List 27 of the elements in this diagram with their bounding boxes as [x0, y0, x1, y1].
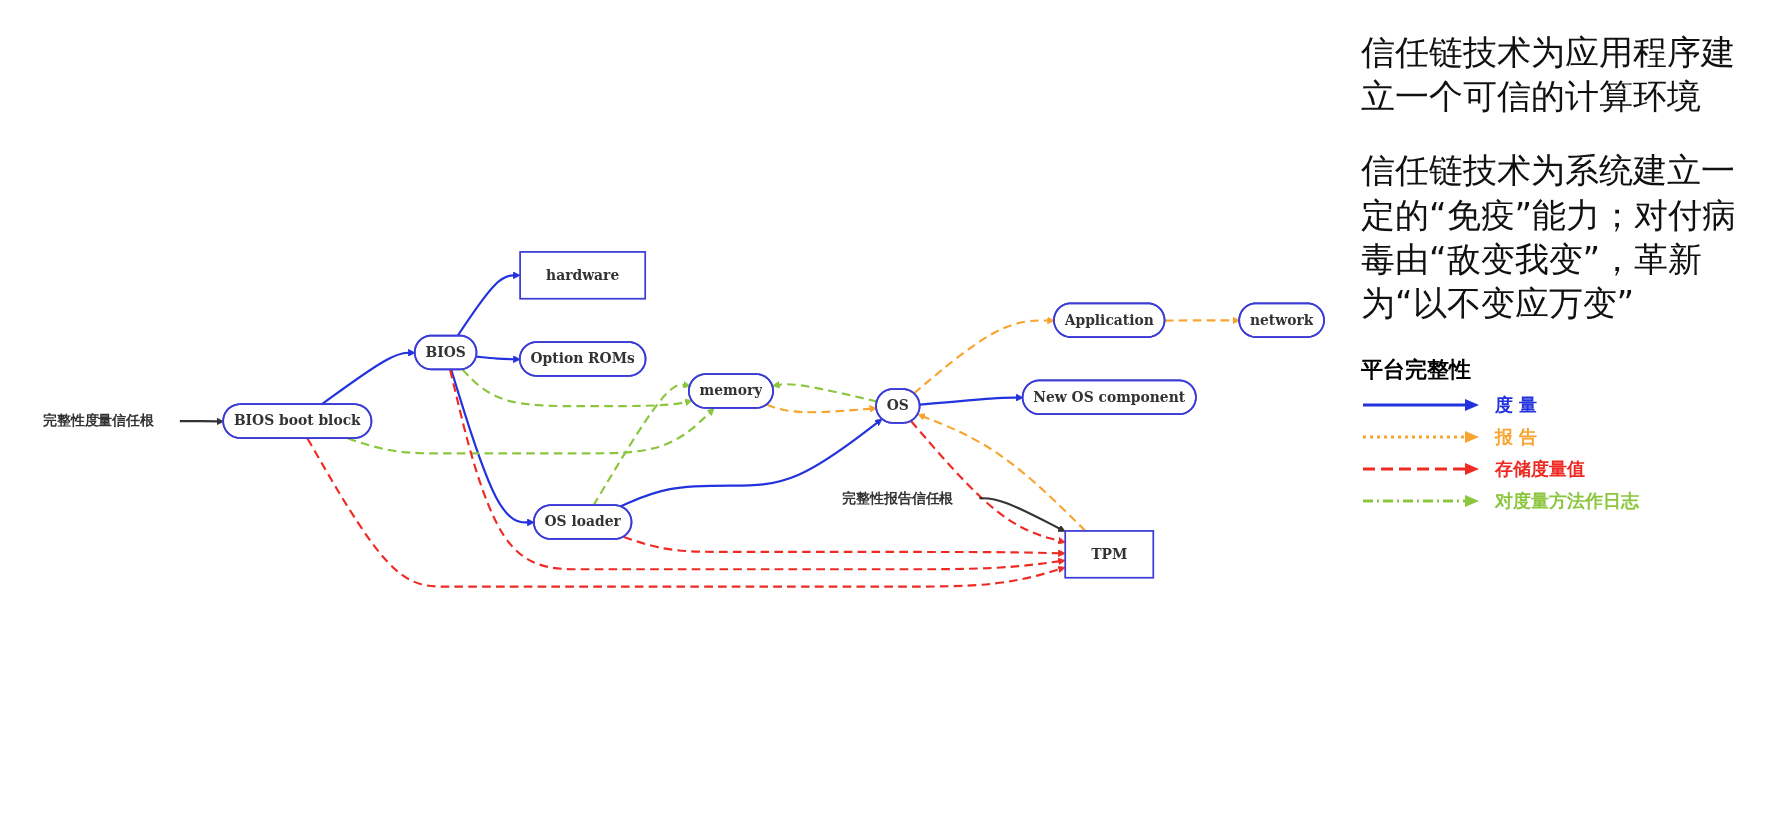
legend-text: 报 告 [1495, 425, 1538, 450]
legend-text: 对度量方法作日志 [1495, 489, 1639, 514]
node-text: 完整性度量信任根 [42, 412, 154, 430]
arrow [347, 408, 715, 455]
node-box: hardware [519, 251, 647, 300]
arrow [766, 403, 877, 414]
legend-text: 存储度量值 [1495, 457, 1585, 482]
node-text: 完整性报告信任根 [842, 489, 954, 507]
arrow [623, 536, 1066, 558]
arrow [456, 271, 521, 337]
note-text: 信任链技术为系统建立一定的“免疫”能力；对付病毒由“敌变我变”，革新为“以不变应万变” [1361, 149, 1738, 325]
arrow [592, 381, 691, 507]
note-text: 信任链技术为应用程序建立一个可信的计算环境 [1361, 31, 1736, 119]
arrow [179, 417, 224, 426]
arrow [1164, 316, 1240, 325]
arrow [450, 369, 535, 527]
arrow [917, 413, 1087, 532]
arrow [910, 420, 1066, 545]
legend-text: 度 量 [1495, 393, 1538, 418]
arrow [979, 497, 1066, 533]
node-box: TPM [1064, 530, 1155, 579]
arrow [619, 418, 883, 508]
arrow [306, 438, 1066, 588]
arrow [913, 316, 1055, 395]
arrow [449, 369, 1066, 571]
arrow [461, 369, 693, 408]
legend-title: 平台完整性 [1361, 356, 1472, 385]
